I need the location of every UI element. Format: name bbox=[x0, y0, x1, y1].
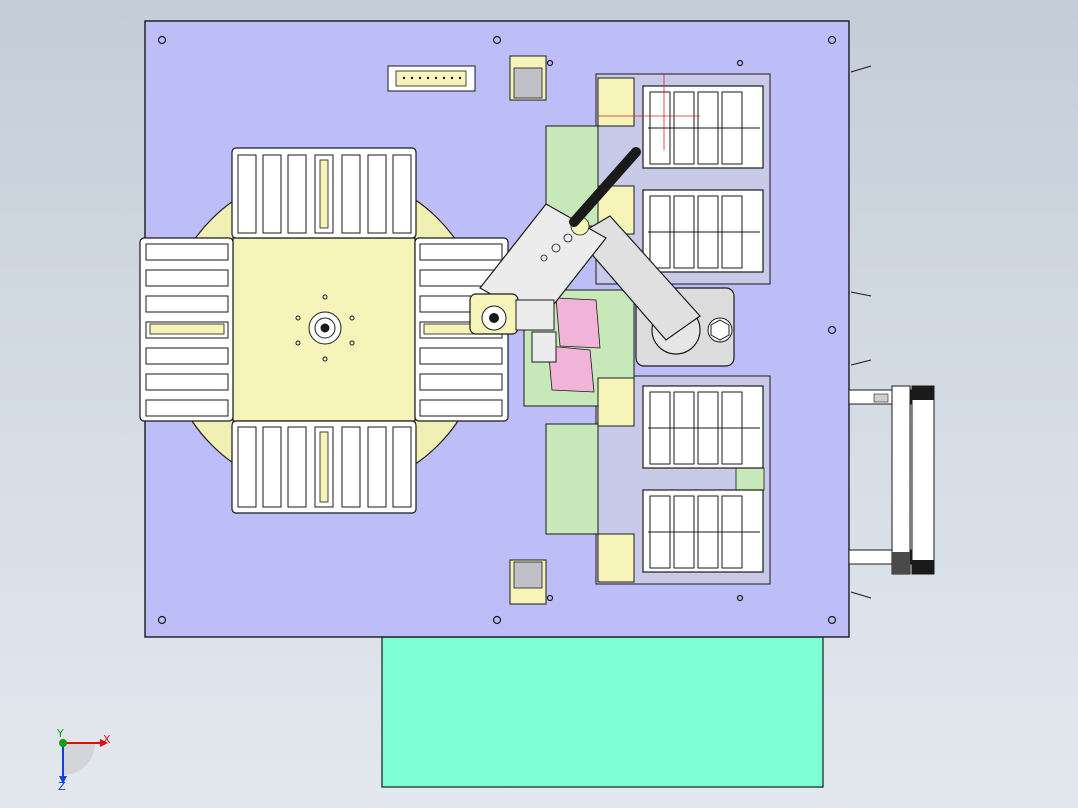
triad-y-label: Y bbox=[56, 727, 64, 740]
side-handle[interactable] bbox=[848, 385, 935, 575]
green-bracket-side bbox=[735, 467, 765, 491]
robot-cable bbox=[569, 147, 641, 227]
green-bracket-bottom bbox=[545, 423, 599, 535]
turntable-hub bbox=[295, 294, 355, 362]
tray-station-4 bbox=[642, 489, 764, 573]
base-cabinet bbox=[381, 636, 824, 788]
gripper-plates bbox=[547, 297, 601, 393]
reference-lines bbox=[598, 74, 700, 150]
triad-z-label: Z bbox=[58, 780, 66, 793]
edge-markers bbox=[850, 65, 872, 599]
sensor-block-top bbox=[509, 55, 547, 101]
tray-station-2 bbox=[642, 189, 764, 273]
coordinate-triad-icon bbox=[59, 739, 108, 784]
robot-link-lower bbox=[575, 215, 701, 341]
pallet-top bbox=[231, 147, 417, 239]
triad-x-label: X bbox=[103, 733, 111, 746]
tray-station-3 bbox=[642, 385, 764, 469]
plate-bolts bbox=[157, 35, 837, 625]
connector-strip bbox=[387, 65, 476, 92]
robot-link-details bbox=[540, 216, 590, 262]
tray-station-1 bbox=[642, 85, 764, 169]
pallet-bottom bbox=[231, 420, 417, 514]
pallet-left bbox=[139, 237, 234, 422]
sensor-block-bottom bbox=[509, 559, 547, 605]
tray-rails bbox=[597, 77, 635, 583]
robot-wrist bbox=[469, 293, 557, 363]
